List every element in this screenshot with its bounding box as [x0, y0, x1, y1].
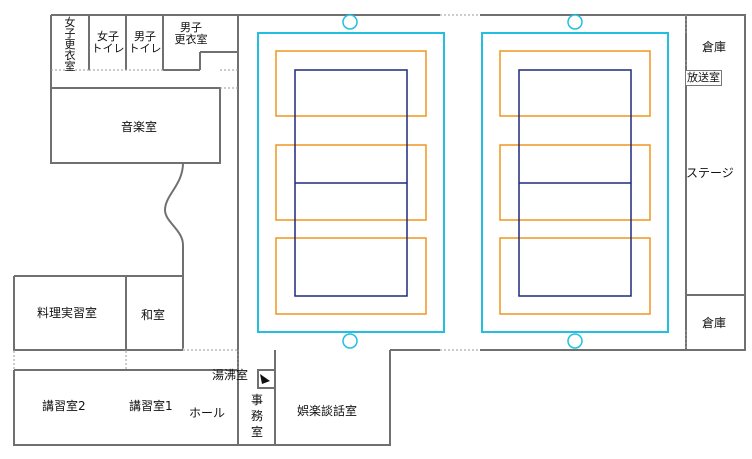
- room-mens-toilet: 男子 トイレ: [128, 31, 162, 55]
- room-lecture-1: 講習室1: [129, 399, 173, 413]
- boiler-arrow-icon: [260, 374, 270, 384]
- court-right-hoop-bottom: [567, 333, 583, 349]
- court-right-zone-bot: [499, 237, 651, 315]
- court-right: [481, 14, 669, 349]
- room-boiler: 湯沸室: [212, 368, 249, 382]
- room-womens-toilet-line1: 女子: [97, 30, 119, 43]
- room-womens-toilet: 女子 トイレ: [91, 31, 125, 55]
- room-stage: ステージ: [686, 166, 734, 180]
- court-right-hoop-top: [567, 14, 583, 30]
- court-left-zone-top: [275, 50, 427, 117]
- room-music: 音楽室: [121, 120, 158, 134]
- room-office: 事務室: [250, 393, 263, 439]
- room-mens-changing-line1: 男子: [180, 21, 202, 34]
- court-right-outer: [481, 32, 669, 333]
- court-left-zone-bot: [275, 237, 427, 315]
- court-left-hoop-bottom: [342, 333, 358, 349]
- room-cooking: 料理実習室: [37, 306, 98, 320]
- room-mens-changing-line2: 更衣室: [174, 33, 208, 46]
- court-left-hoop-top: [342, 14, 358, 30]
- room-hall: ホール: [189, 406, 226, 420]
- room-broadcast: 放送室: [685, 70, 722, 86]
- room-womens-changing: 女子更衣室: [64, 16, 76, 73]
- court-right-zone-mid: [499, 144, 651, 221]
- room-lecture-2: 講習室2: [42, 399, 86, 413]
- room-mens-toilet-line1: 男子: [134, 30, 156, 43]
- room-japanese: 和室: [141, 308, 166, 322]
- room-mens-changing: 男子 更衣室: [166, 22, 216, 46]
- room-womens-toilet-line2: トイレ: [91, 42, 125, 55]
- court-left-outer: [257, 32, 445, 333]
- door-dashes: [13, 14, 480, 369]
- room-lounge: 娯楽談話室: [297, 404, 358, 418]
- court-left-zone-mid: [275, 144, 427, 221]
- court-right-zone-top: [499, 50, 651, 117]
- room-mens-toilet-line2: トイレ: [128, 42, 162, 55]
- walls: [13, 14, 746, 446]
- room-storage-top: 倉庫: [702, 40, 727, 54]
- court-left: [257, 14, 445, 349]
- door-openings: [13, 14, 687, 370]
- room-storage-bottom: 倉庫: [702, 316, 727, 330]
